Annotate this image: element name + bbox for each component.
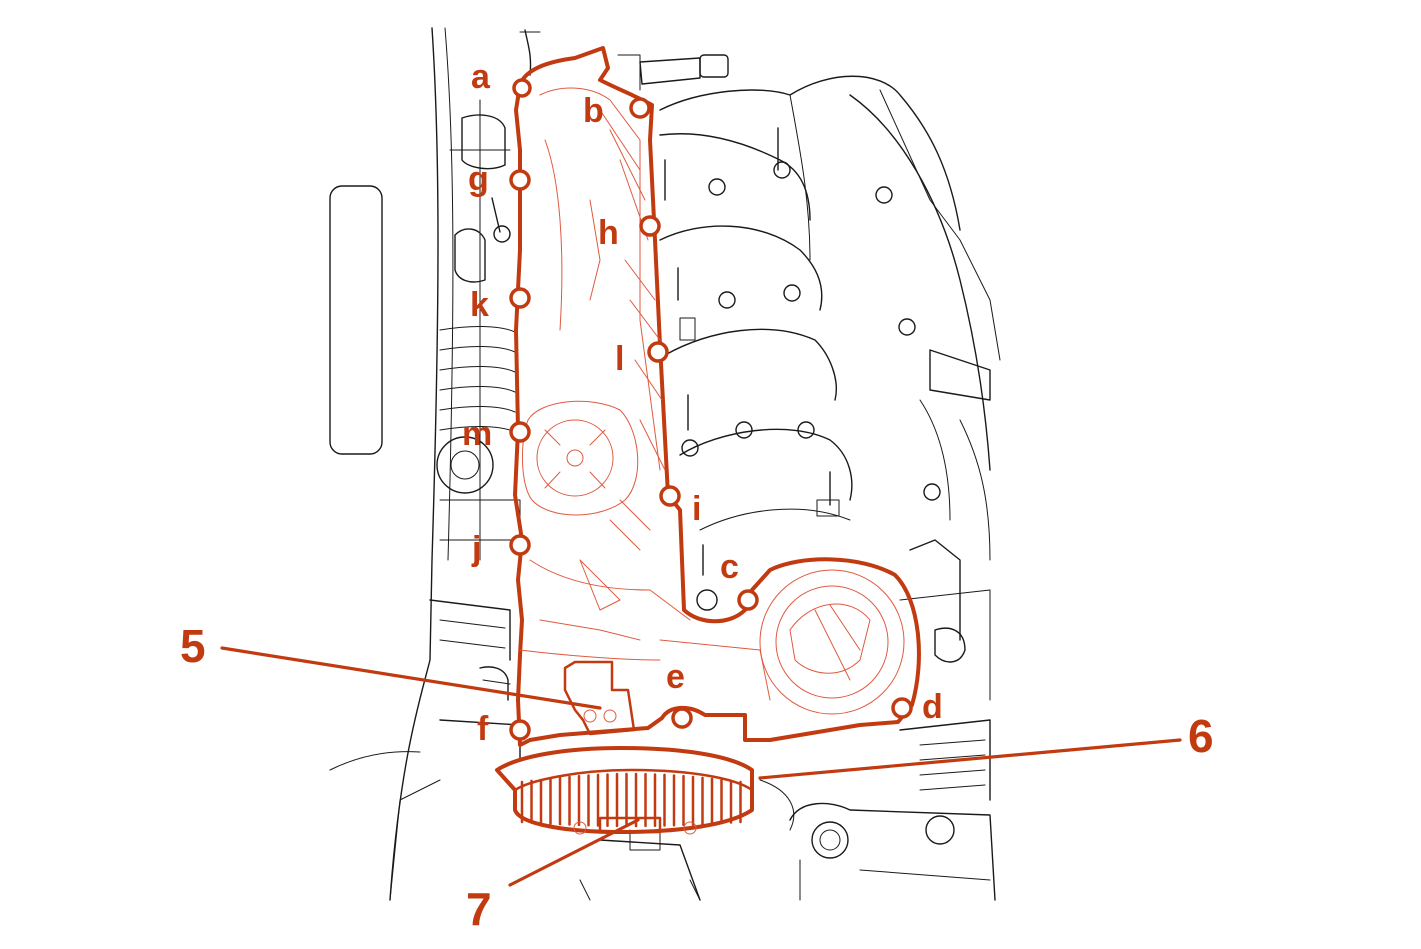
cover-bolts	[509, 78, 913, 741]
label-g: g	[468, 160, 489, 198]
label-h: h	[598, 214, 619, 252]
bolt-h	[639, 215, 661, 237]
label-a: a	[471, 58, 491, 96]
bolt-l	[647, 341, 669, 363]
label-k: k	[470, 286, 489, 324]
leader-7	[508, 818, 640, 887]
bolt-i	[659, 485, 681, 507]
callout-6: 6	[1188, 710, 1214, 762]
leader-5	[220, 646, 602, 710]
label-j: j	[471, 530, 481, 568]
cover-outline	[513, 46, 921, 747]
sensor-5	[563, 660, 636, 736]
intake-manifold	[659, 75, 1001, 611]
label-e: e	[666, 658, 685, 696]
label-d: d	[922, 688, 943, 726]
bolt-j	[509, 534, 531, 556]
bolt-a	[512, 78, 532, 98]
label-c: c	[720, 548, 739, 586]
callout-5: 5	[180, 620, 206, 672]
callout-7: 7	[466, 883, 492, 935]
leader-lines	[220, 646, 1182, 887]
cylinder-head-cover	[495, 46, 921, 835]
sprocket-6	[495, 746, 754, 835]
lower-right-parts	[759, 539, 996, 901]
label-m: m	[462, 415, 492, 453]
label-i: i	[692, 490, 701, 528]
label-l: l	[615, 340, 624, 378]
bolt-b	[629, 97, 651, 119]
bolt-c	[737, 589, 759, 611]
bolt-letter-labels: a b c d e f g h i j k l m	[462, 58, 943, 748]
label-f: f	[477, 710, 489, 748]
bolt-g	[509, 169, 531, 191]
bolt-d	[891, 697, 913, 719]
bolt-f	[509, 719, 531, 741]
leader-6	[758, 738, 1182, 780]
oil-filler-cap	[521, 400, 639, 516]
bolt-e	[671, 707, 693, 729]
bolt-k	[509, 287, 531, 309]
item-callouts: 5 6 7	[180, 620, 1214, 935]
label-b: b	[583, 92, 604, 130]
lower-left-parts	[329, 599, 701, 901]
bolt-m	[509, 421, 531, 443]
round-cover	[759, 569, 905, 715]
engine-line-art	[329, 27, 1001, 901]
